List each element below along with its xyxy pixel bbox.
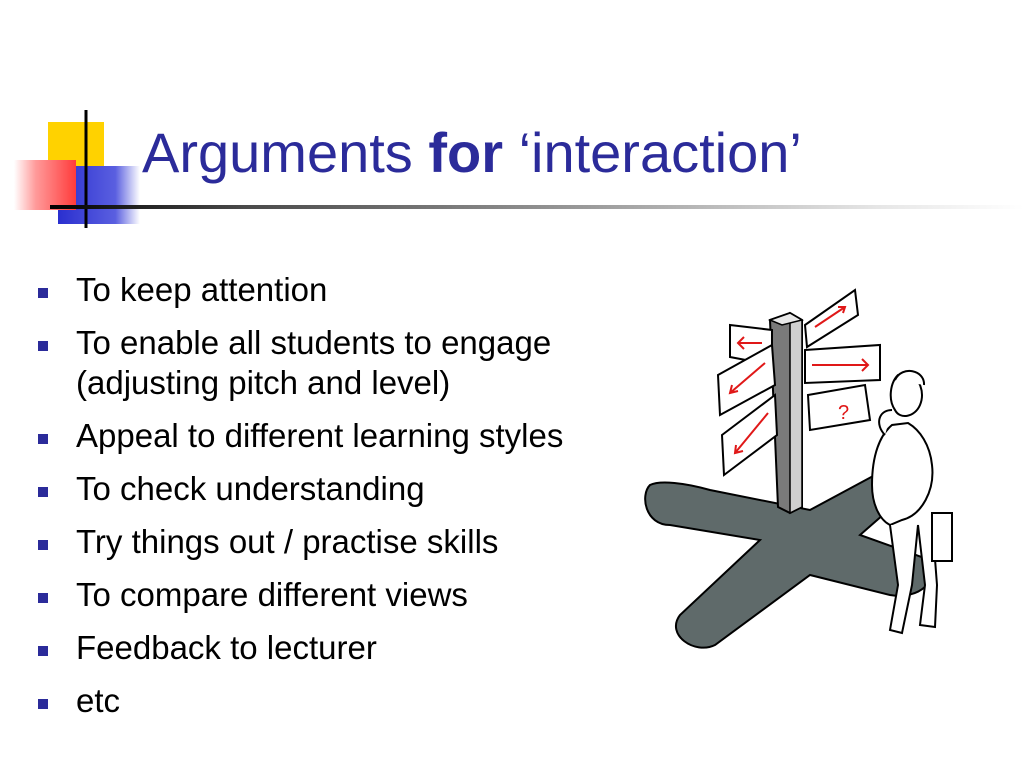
- bullet-item: To compare different views: [38, 575, 678, 615]
- bullet-text: Try things out / practise skills: [76, 523, 499, 560]
- bullet-item: To enable all students to engage (adjust…: [38, 323, 636, 403]
- slide-title: Arguments for ‘interaction’: [142, 122, 802, 184]
- title-text-interaction: ‘interaction’: [518, 121, 802, 184]
- bullet-text: Feedback to lecturer: [76, 629, 377, 666]
- bullet-square-icon: [38, 434, 48, 444]
- bullet-square-icon: [38, 593, 48, 603]
- signpost-clipart: ?: [644, 288, 953, 649]
- bullet-item: To keep attention: [38, 270, 678, 310]
- signpost-pole: [767, 311, 804, 515]
- bullet-text: To compare different views: [76, 576, 468, 613]
- bullet-square-icon: [38, 646, 48, 656]
- ornament-red-square: [14, 160, 76, 210]
- bullet-item: Feedback to lecturer: [38, 628, 678, 668]
- bullet-list: To keep attention To enable all students…: [38, 270, 678, 734]
- bullet-text: To keep attention: [76, 271, 328, 308]
- bullet-square-icon: [38, 288, 48, 298]
- title-text-for: for: [428, 121, 504, 184]
- bullet-text: To enable all students to engage (adjust…: [76, 324, 552, 401]
- bullet-item: Appeal to different learning styles: [38, 416, 678, 456]
- bullet-item: Try things out / practise skills: [38, 522, 678, 562]
- bullet-item: To check understanding: [38, 469, 678, 509]
- confused-person-figure: [870, 370, 953, 635]
- title-underline: [50, 205, 1024, 209]
- title-text-arguments: Arguments: [142, 121, 413, 184]
- bullet-square-icon: [38, 341, 48, 351]
- bullet-text: Appeal to different learning styles: [76, 417, 564, 454]
- bullet-text: etc: [76, 682, 121, 719]
- bullet-item: etc: [38, 681, 678, 721]
- title-ornament: [14, 110, 140, 228]
- bullet-text: To check understanding: [76, 470, 425, 507]
- sign-arrows: [728, 306, 870, 455]
- ground-shadow: [644, 471, 934, 649]
- bullet-square-icon: [38, 487, 48, 497]
- sign-question-mark: ?: [838, 402, 849, 424]
- bullet-square-icon: [38, 540, 48, 550]
- bullet-square-icon: [38, 699, 48, 709]
